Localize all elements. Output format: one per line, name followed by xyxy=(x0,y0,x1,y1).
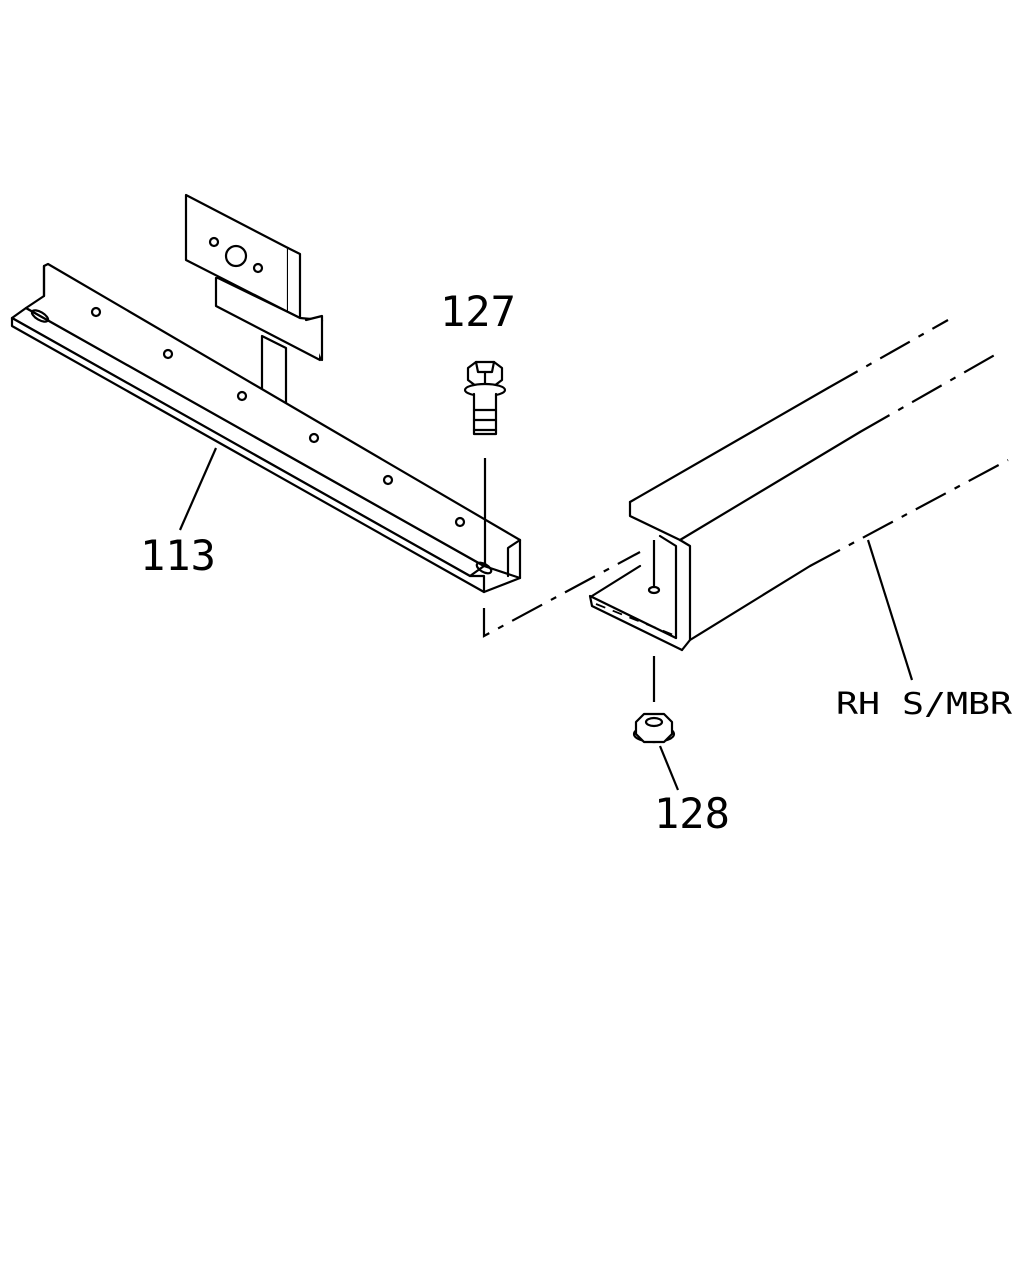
alignment-centerline xyxy=(482,551,641,638)
leader-128 xyxy=(658,745,680,791)
bracket-113 xyxy=(10,193,522,594)
leader-rh-smbr xyxy=(866,539,914,681)
side-member-rh xyxy=(588,319,1009,652)
label-rh-smbr: RH S/MBR xyxy=(836,687,1013,722)
leader-113 xyxy=(178,447,218,531)
bolt-127 xyxy=(463,360,507,566)
nut-128 xyxy=(632,656,676,744)
callout-113: 113 xyxy=(140,531,216,580)
callout-127: 127 xyxy=(440,287,516,336)
callout-128: 128 xyxy=(654,789,730,838)
